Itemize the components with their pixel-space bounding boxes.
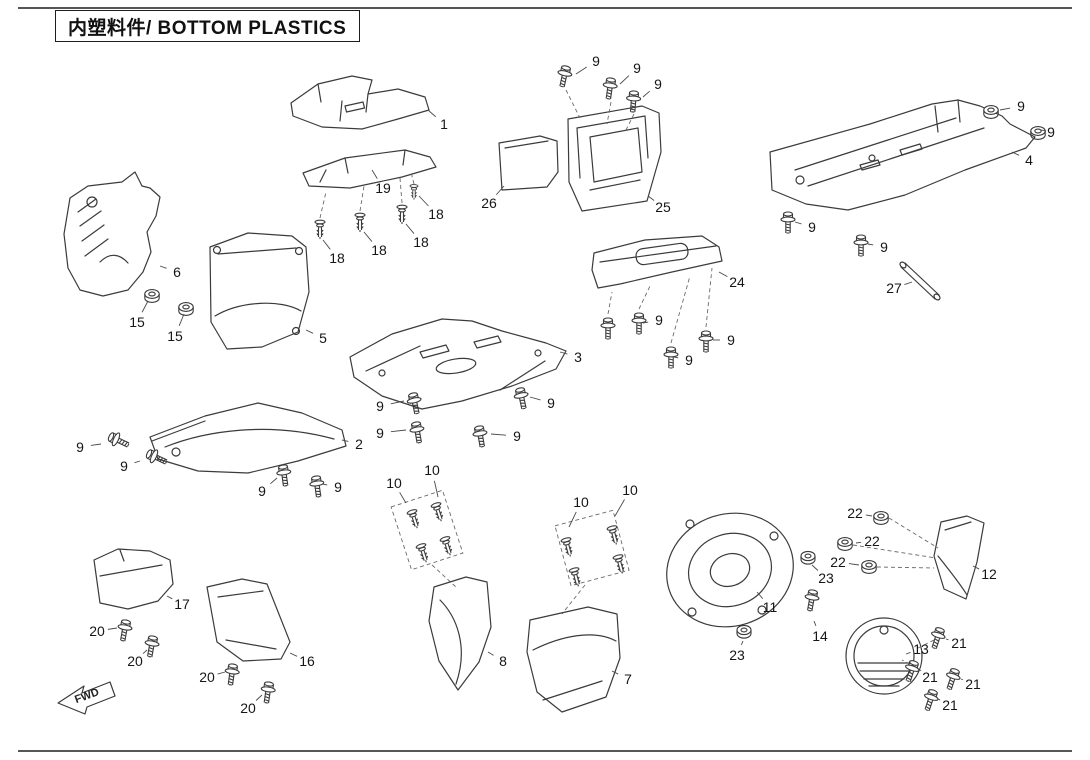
callout-18: 18: [371, 242, 387, 258]
part-24-drawing: [591, 235, 723, 289]
callout-9: 9: [654, 76, 662, 92]
callout-9: 9: [376, 425, 384, 441]
callout-10: 10: [573, 494, 589, 510]
callout-9: 9: [76, 439, 84, 455]
callout-leader-lines: [90, 66, 1047, 701]
part-4-drawing: [769, 99, 1036, 211]
callout-22: 22: [847, 505, 863, 521]
callout-21: 21: [951, 635, 967, 651]
callout-18: 18: [428, 206, 444, 222]
callout-9: 9: [120, 458, 128, 474]
part-12-drawing: [933, 515, 985, 600]
callout-9: 9: [685, 352, 693, 368]
callout-9: 9: [655, 312, 663, 328]
part-11-drawing: [666, 512, 794, 628]
callout-14: 14: [812, 628, 828, 644]
part-16-bolts: [222, 662, 277, 705]
callout-20: 20: [240, 700, 256, 716]
part-19-drawing: [302, 149, 437, 189]
page-title-box: 内塑料件/ BOTTOM PLASTICS: [55, 10, 360, 42]
callout-22: 22: [830, 554, 846, 570]
callout-6: 6: [173, 264, 181, 280]
part-13-drawing: [845, 617, 923, 695]
callout-20: 20: [199, 669, 215, 685]
part-3-drawing: [349, 318, 567, 410]
part-10-clips: [390, 489, 630, 615]
callout-9: 9: [1017, 98, 1025, 114]
callout-9: 9: [513, 428, 521, 444]
callout-23: 23: [729, 647, 745, 663]
part-25-bolts: [554, 64, 642, 131]
callout-9: 9: [633, 60, 641, 76]
part-25-drawing: [567, 105, 662, 212]
part-5-drawing: [209, 232, 310, 350]
callout-13: 13: [913, 641, 929, 657]
part-8-drawing: [428, 576, 492, 691]
callout-21: 21: [922, 669, 938, 685]
page-title: 内塑料件/ BOTTOM PLASTICS: [68, 17, 347, 39]
callout-9: 9: [1047, 124, 1055, 140]
callout-9: 9: [727, 332, 735, 348]
callout-9: 9: [808, 219, 816, 235]
callout-27: 27: [886, 280, 902, 296]
callout-23: 23: [818, 570, 834, 586]
callout-21: 21: [965, 676, 981, 692]
callout-20: 20: [89, 623, 105, 639]
callout-2: 2: [355, 436, 363, 452]
callout-17: 17: [174, 596, 190, 612]
part-2-drawing: [149, 402, 347, 474]
part-1-drawing: [290, 75, 430, 130]
callout-1: 1: [440, 116, 448, 132]
part-27-drawing: [899, 261, 941, 301]
callout-20: 20: [127, 653, 143, 669]
part-17-drawing: [93, 548, 174, 610]
part-4-hardware: [780, 105, 1046, 257]
callout-10: 10: [386, 475, 402, 491]
callout-9: 9: [547, 395, 555, 411]
callout-21: 21: [942, 697, 958, 713]
callout-11: 11: [762, 599, 778, 615]
callout-15: 15: [167, 328, 183, 344]
callout-8: 8: [499, 653, 507, 669]
callout-5: 5: [319, 330, 327, 346]
fwd-arrow: FWD: [57, 681, 116, 715]
callout-9: 9: [376, 398, 384, 414]
part-15-grommets: [144, 289, 194, 316]
callout-26: 26: [481, 195, 497, 211]
callout-15: 15: [129, 314, 145, 330]
callout-18: 18: [329, 250, 345, 266]
callout-25: 25: [655, 199, 671, 215]
part-26-drawing: [498, 135, 559, 191]
callout-22: 22: [864, 533, 880, 549]
callout-9: 9: [592, 53, 600, 69]
callout-9: 9: [258, 483, 266, 499]
part-6-drawing: [63, 171, 161, 297]
callout-10: 10: [424, 462, 440, 478]
callout-9: 9: [334, 479, 342, 495]
part-7-drawing: [526, 606, 621, 713]
callout-4: 4: [1025, 152, 1033, 168]
callout-3: 3: [574, 349, 582, 365]
part-16-drawing: [206, 578, 291, 662]
part-18-pins: [314, 171, 419, 240]
callout-24: 24: [729, 274, 745, 290]
callout-16: 16: [299, 653, 315, 669]
part-22-grommets: [837, 511, 939, 574]
callout-18: 18: [413, 234, 429, 250]
part-2-bolts: [105, 429, 327, 499]
callout-7: 7: [624, 671, 632, 687]
callout-19: 19: [375, 180, 391, 196]
callout-9: 9: [880, 239, 888, 255]
callout-12: 12: [981, 566, 997, 582]
part-13-bolts: [900, 625, 963, 713]
callout-10: 10: [622, 482, 638, 498]
